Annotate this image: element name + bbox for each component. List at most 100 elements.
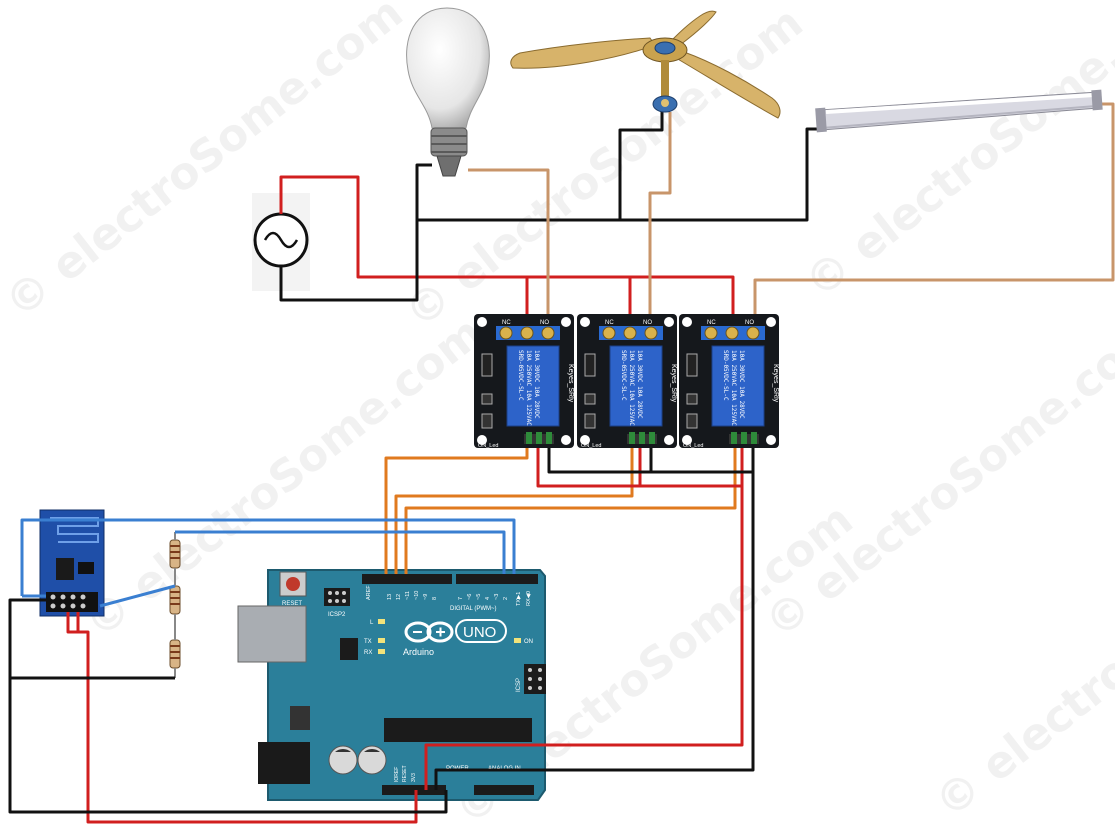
relay-coil-text: SRD-05VDC-SL-C <box>620 350 627 401</box>
watermark-text: © electroSome.com <box>925 487 1115 827</box>
on-led-label: ON <box>524 639 533 645</box>
wire-neutral-fan <box>618 112 664 220</box>
icsp2-header: ICSP2 <box>324 588 350 618</box>
relay-rating-2: 10A 30VDC 10A 28VDC <box>636 350 643 419</box>
relay-module-1: NC NO SRD-05VDC-SL-C 10A 250VAC 10A 125V… <box>474 314 574 449</box>
relay-no-label: NO <box>540 320 549 326</box>
wire-esp-rx <box>99 584 176 608</box>
microcontroller-chip <box>384 718 532 742</box>
wire-switched-tube <box>753 102 1115 322</box>
wire-gnd-12 <box>547 448 653 474</box>
arduino-uno-board: RESET ICSP2 AREF 13 12 ~11 ~10 ~9 8 7 ~6… <box>237 569 546 801</box>
digital-header-left <box>362 574 452 584</box>
digital-header-right <box>456 574 538 584</box>
l-led-label: L <box>370 620 374 626</box>
pin-13-label: 13 <box>387 594 393 600</box>
ioref-label: IOREF <box>394 767 400 782</box>
watermark-text: © electroSome.com <box>0 0 413 329</box>
relay-nc-label: NC <box>707 320 716 326</box>
power-header <box>382 785 446 795</box>
logic-wiring <box>8 448 755 824</box>
arduino-logo: UNO Arduino <box>403 619 507 657</box>
relay-coil <box>609 345 663 427</box>
watermark-text: © electroSome.com <box>755 307 1115 649</box>
rx-led-label: RX <box>364 650 372 656</box>
resistor <box>169 639 181 669</box>
icsp2-label: ICSP2 <box>328 612 346 618</box>
capacitor <box>328 745 358 775</box>
relay-nc-label: NC <box>502 320 511 326</box>
pin-7-label: 7 <box>458 597 464 600</box>
capacitor <box>357 745 387 775</box>
wire-gnd-main <box>434 472 755 790</box>
ceiling-fan-icon <box>510 10 781 119</box>
sine-wave-icon <box>263 231 299 249</box>
icsp-label: ICSP <box>516 678 522 692</box>
relay-rating-2: 10A 30VDC 10A 28VDC <box>533 350 540 419</box>
resistor <box>169 585 181 615</box>
analog-header <box>474 785 534 795</box>
bulb-icon <box>406 7 490 177</box>
wire-esp-vcc <box>66 612 418 824</box>
relay-nc-label: NC <box>605 320 614 326</box>
relay-rating-2: 10A 30VDC 10A 28VDC <box>738 350 745 419</box>
wire-neutral <box>279 163 432 302</box>
esp-chip <box>56 558 74 580</box>
pin-5-label: ~5 <box>476 594 482 600</box>
wire-vcc-12 <box>536 448 642 488</box>
pin-12-label: 12 <box>396 594 402 600</box>
tube-light-icon <box>815 89 1103 133</box>
relay-side-text: Keyes_SRly <box>670 364 677 403</box>
relay-module-2: NC NO SRD-05VDC-SL-C 10A 250VAC 10A 125V… <box>577 314 677 449</box>
pin-2-label: 2 <box>503 597 509 600</box>
pin-8-label: 8 <box>432 597 438 600</box>
wire-neutral-tube <box>417 127 822 222</box>
relay-module-3: NC NO SRD-05VDC-SL-C 10A 250VAC 10A 125V… <box>679 314 779 449</box>
rx-pin-label: RX◀0 <box>526 591 532 606</box>
v3-label: 3V3 <box>411 773 417 782</box>
flash-chip <box>78 562 94 574</box>
icsp-header: ICSP <box>516 664 546 694</box>
pin-10-label: ~10 <box>414 591 420 600</box>
uno-label: UNO <box>463 624 496 641</box>
wire-vcc-main <box>424 486 744 790</box>
reset2-label: RESET <box>402 765 408 782</box>
power-jack <box>258 742 310 784</box>
aref-label: AREF <box>366 585 372 600</box>
screw-terminal <box>599 326 663 340</box>
relay-coil-text: SRD-05VDC-SL-C <box>517 350 524 401</box>
relay-rating-1: 10A 250VAC 10A 125VAC <box>628 350 635 426</box>
resistor <box>169 539 181 569</box>
relay-no-label: NO <box>745 320 754 326</box>
watermark-text: © electroSome.com <box>795 0 1115 309</box>
wire-switched-bulb <box>468 168 550 322</box>
wire-vcc-23 <box>640 448 744 488</box>
usb-port <box>237 605 307 663</box>
relay-rating-1: 10A 250VAC 10A 125VAC <box>730 350 737 426</box>
wire-rx <box>175 530 506 574</box>
pin-3-label: ~3 <box>494 594 500 600</box>
relay-coil <box>711 345 765 427</box>
wire-signal-3 <box>404 448 737 574</box>
relay-rating-1: 10A 250VAC 10A 125VAC <box>525 350 532 426</box>
pin-11-label: ~11 <box>405 591 411 600</box>
wire-signal-1 <box>384 448 529 574</box>
regulator <box>290 706 310 730</box>
wire-gnd-23 <box>651 448 755 474</box>
screw-terminal <box>701 326 765 340</box>
reset-label: RESET <box>282 601 302 607</box>
relay-no-label: NO <box>643 320 652 326</box>
usb-chip <box>340 638 358 660</box>
tx-pin-label: TX▶1 <box>516 592 522 606</box>
screw-terminal <box>496 326 560 340</box>
wire-tx <box>20 518 516 596</box>
digital-label: DIGITAL (PWM~) <box>450 606 497 612</box>
resistor-divider <box>169 532 181 678</box>
relay-side-text: Keyes_SRly <box>772 364 779 403</box>
wire-esp-gnd <box>8 598 448 814</box>
esp8266-module <box>39 509 105 617</box>
pin-9-label: ~9 <box>423 594 429 600</box>
relay-coil-text: SRD-05VDC-SL-C <box>722 350 729 401</box>
tx-led-label: TX <box>364 639 372 645</box>
